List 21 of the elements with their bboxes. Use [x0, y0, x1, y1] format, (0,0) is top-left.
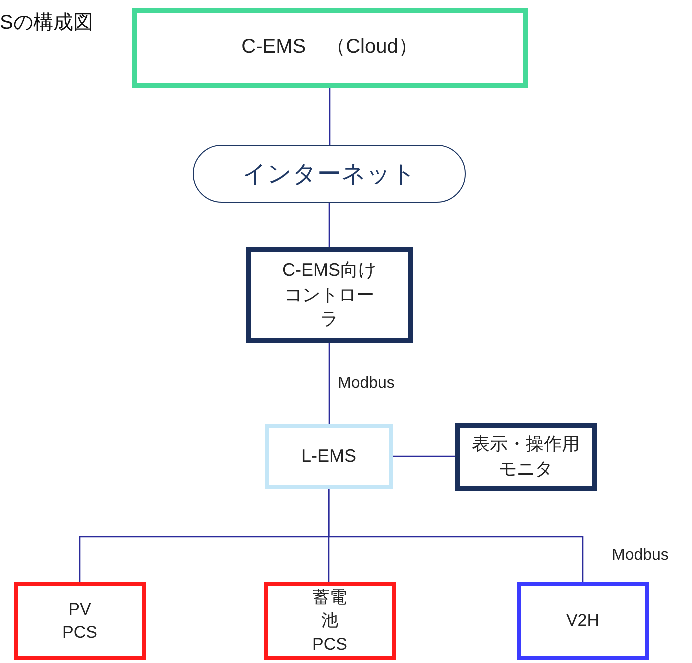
node-text: C-EMS向けコントローラ [282, 258, 378, 332]
node-text: 表示・操作用モニタ [471, 433, 581, 481]
protocol-label: Modbus [612, 546, 669, 566]
node-text: C-EMS （Cloud） [240, 35, 420, 60]
component-box [14, 582, 146, 660]
node-text: 蓄電池 PCS [312, 586, 348, 656]
node-text: L-EMS [300, 445, 358, 468]
connector-line [393, 456, 455, 458]
connector-line [329, 88, 331, 145]
node-text: V2H [565, 610, 601, 632]
component-box [517, 582, 649, 660]
connector-line [328, 203, 330, 247]
component-box [246, 247, 413, 343]
component-box [264, 582, 396, 660]
connector-line [328, 343, 330, 424]
node-text: PV PCS [62, 598, 98, 644]
node-text: インターネット [242, 160, 418, 190]
component-box [455, 423, 597, 491]
connector-line [328, 489, 584, 582]
component-box [132, 8, 528, 88]
component-box [265, 424, 393, 489]
